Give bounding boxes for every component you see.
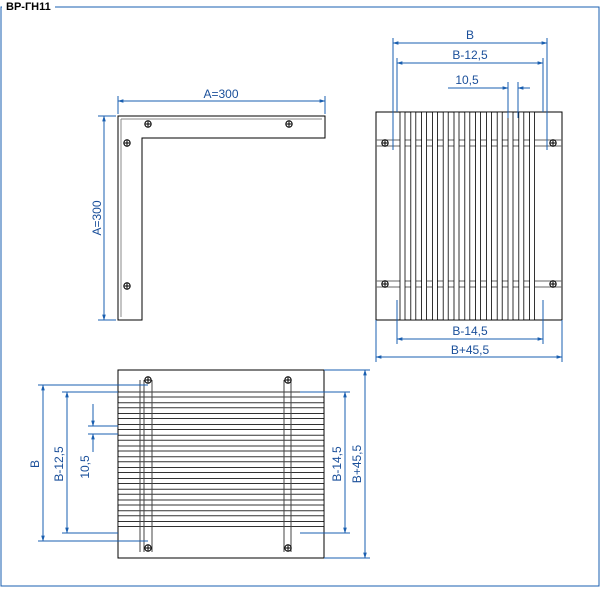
- bracket-height-label: A=300: [90, 200, 104, 235]
- grille-slat: [475, 111, 482, 321]
- grille-slat: [485, 111, 492, 321]
- bracket-view: [117, 115, 326, 321]
- bolt-cross-icon: [144, 376, 152, 384]
- grille-slat: [117, 434, 325, 441]
- bracket-width-label: A=300: [203, 87, 238, 101]
- bracket-inner-edge: [120, 118, 322, 317]
- grille-slat: [117, 510, 325, 517]
- front-label-10-5: 10,5: [455, 73, 479, 87]
- bolt-cross-icon: [284, 544, 292, 552]
- front-view: [375, 111, 563, 321]
- bolt-cross-icon: [549, 280, 557, 288]
- grille-slat: [507, 111, 514, 321]
- grille-slat: [117, 402, 325, 409]
- grille-slat: [117, 499, 325, 506]
- bolt-cross-icon: [381, 139, 389, 147]
- grille-slat: [421, 111, 428, 321]
- grille-slat: [431, 111, 438, 321]
- grille-slat: [117, 467, 325, 474]
- grille-slat: [529, 111, 535, 321]
- grille-slat: [117, 391, 325, 398]
- grille-slat: [117, 445, 325, 452]
- front-dimensions: [375, 38, 563, 362]
- bolt-cross-icon: [285, 120, 293, 128]
- side-view: [117, 369, 325, 559]
- bracket-dimensions: [98, 96, 326, 321]
- front-label-b: B: [466, 28, 474, 42]
- bolt-cross-icon: [123, 139, 131, 147]
- grille-slat: [399, 111, 406, 321]
- grille-slat: [117, 413, 325, 420]
- grille-slat: [496, 111, 503, 321]
- side-label-b-45-5: B+45,5: [350, 444, 364, 483]
- side-slats: [117, 391, 325, 527]
- drawing-title: ВР-ГН11: [2, 0, 55, 14]
- bolt-cross-icon: [144, 120, 152, 128]
- grille-slat: [117, 521, 325, 527]
- grille-slat: [117, 488, 325, 495]
- bolt-cross-icon: [549, 139, 557, 147]
- bolt-cross-icon: [381, 280, 389, 288]
- outer-border: [0, 6, 600, 587]
- front-label-b-14-5: B-14,5: [452, 324, 488, 338]
- grille-slat: [442, 111, 449, 321]
- bolt-cross-icon: [284, 376, 292, 384]
- grille-slat: [453, 111, 460, 321]
- grille-slat: [117, 456, 325, 463]
- side-label-10-5: 10,5: [78, 455, 92, 479]
- grille-slat: [117, 423, 325, 430]
- front-slats: [399, 111, 535, 321]
- side-label-b-12-5: B-12,5: [52, 446, 66, 482]
- side-label-b-14-5: B-14,5: [330, 446, 344, 482]
- grille-slat: [410, 111, 417, 321]
- side-rails: [139, 380, 292, 552]
- grille-slat: [117, 477, 325, 484]
- front-label-b-45-5: B+45,5: [451, 343, 490, 357]
- side-dimensions: [38, 369, 370, 559]
- grille-slat: [518, 111, 525, 321]
- side-panel: [117, 369, 325, 559]
- front-label-b-12-5: B-12,5: [452, 48, 488, 62]
- bracket-outline: [117, 115, 326, 321]
- side-label-b: B: [28, 460, 42, 468]
- bolt-cross-icon: [144, 544, 152, 552]
- bolt-cross-icon: [123, 282, 131, 290]
- grille-slat: [464, 111, 471, 321]
